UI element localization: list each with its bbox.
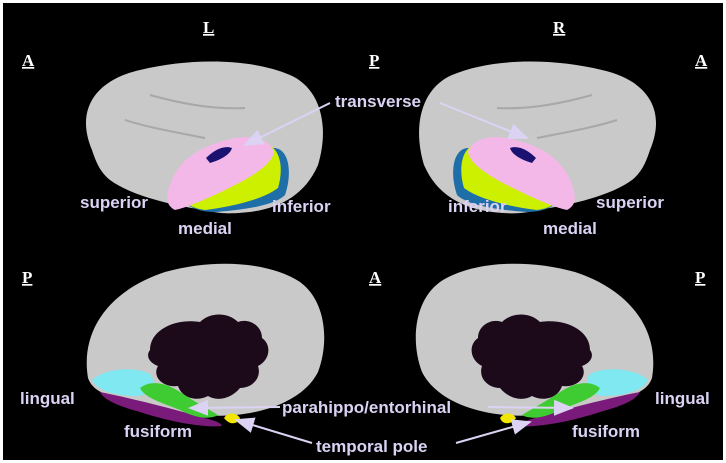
label-fusiform-right: fusiform [572, 422, 640, 441]
label-medial-right: medial [543, 219, 597, 238]
orientation-top-right-a: A [695, 51, 708, 70]
label-transverse: transverse [335, 92, 421, 111]
label-inferior-left: inferior [272, 197, 331, 216]
right-medial-hemisphere [416, 264, 654, 427]
parahippo-pointer-left [190, 407, 280, 408]
orientation-bottom-right-p: P [695, 268, 705, 287]
label-inferior-right: inferior [448, 197, 507, 216]
left-lateral-hemisphere [86, 62, 323, 214]
label-temporal-pole: temporal pole [316, 437, 427, 456]
label-superior-left: superior [80, 193, 148, 212]
right-lateral-hemisphere [419, 62, 656, 214]
orientation-top-left-a: A [22, 51, 35, 70]
label-superior-right: superior [596, 193, 664, 212]
label-lingual-right: lingual [655, 389, 710, 408]
temporal-pole-pointer-right [456, 422, 530, 443]
label-lingual-left: lingual [20, 389, 75, 408]
hemisphere-label-right: R [553, 18, 566, 37]
hemisphere-label-left: L [203, 18, 214, 37]
parahippo-pointer-right [488, 407, 572, 408]
label-fusiform-left: fusiform [124, 422, 192, 441]
orientation-bottom-center-a: A [369, 268, 382, 287]
orientation-bottom-left-p: P [22, 268, 32, 287]
orientation-top-center-p: P [369, 51, 379, 70]
temporal-pole-pointer-left [236, 420, 312, 443]
label-parahippo: parahippo/entorhinal [282, 398, 451, 417]
label-medial-left: medial [178, 219, 232, 238]
